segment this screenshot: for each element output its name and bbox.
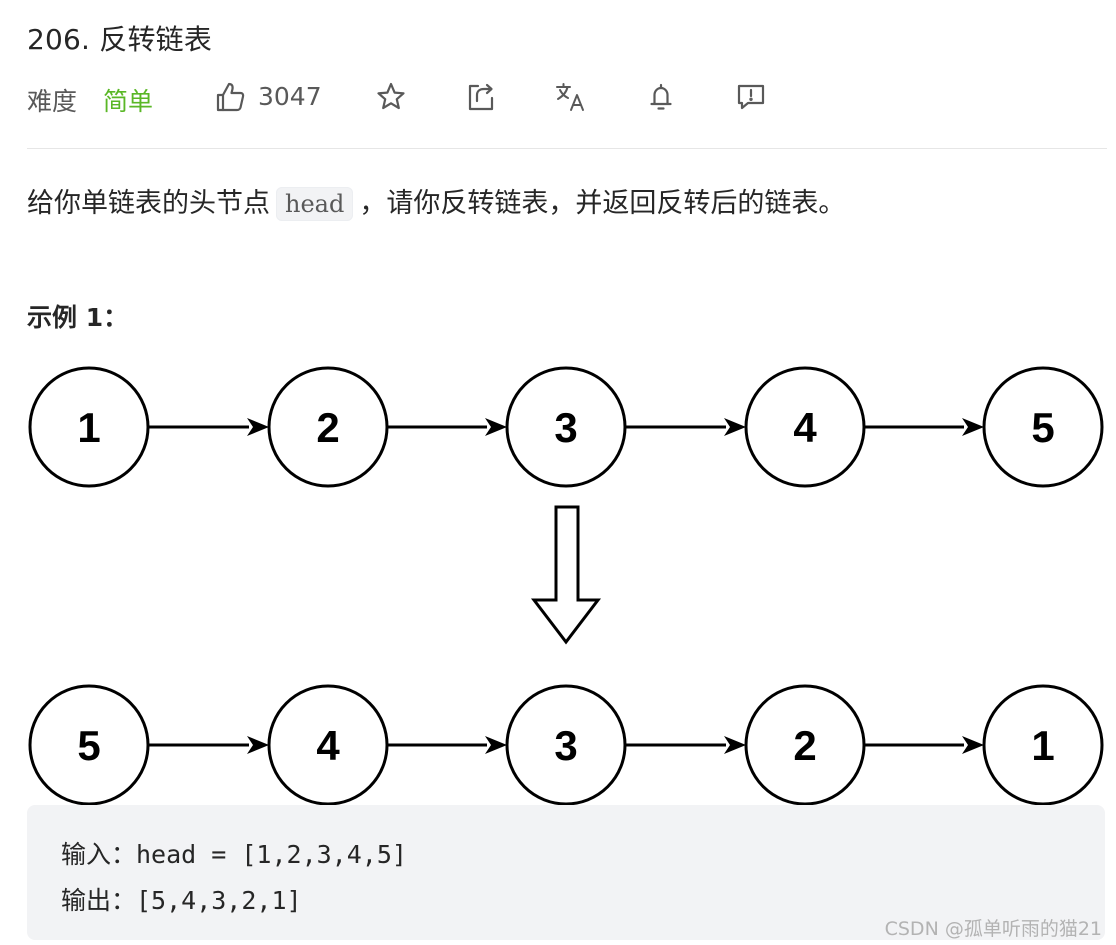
description-text-after: ，请你反转链表，并返回反转后的链表。: [359, 188, 846, 219]
bottom-list-node-label-2: 4: [316, 722, 340, 769]
share-icon[interactable]: [464, 80, 498, 114]
example-heading: 示例 1：: [27, 303, 129, 332]
top-list-node-label-2: 2: [316, 404, 339, 451]
linked-list-diagram: 1 2 3 4 5 5 4 3 2 1: [0, 355, 1116, 810]
bottom-list-node-label-4: 2: [793, 722, 816, 769]
top-list-node-5: [982, 366, 1104, 488]
bottom-list-node-label-5: 1: [1031, 722, 1054, 769]
example-input: 输入：head = [1,2,3,4,5]: [61, 840, 407, 869]
inline-code-head: head: [276, 187, 354, 221]
linked-list-diagram-svg: 1 2 3 4 5 5 4 3 2 1: [28, 366, 1104, 806]
star-icon[interactable]: [374, 80, 408, 114]
example-code-block: 输入：head = [1,2,3,4,5] 输出：[5,4,3,2,1]: [27, 805, 1105, 940]
bell-icon[interactable]: [644, 80, 678, 114]
top-list-arrow-head-2: [485, 418, 507, 436]
csdn-watermark: CSDN @孤单听雨的猫21: [884, 918, 1102, 940]
bottom-list-arrow-head-4: [962, 736, 984, 754]
bottom-list-arrow-head-2: [485, 736, 507, 754]
bottom-list-arrow-head-1: [247, 736, 269, 754]
bottom-list-node-label-1: 5: [77, 722, 100, 769]
reverse-down-arrow: [530, 505, 602, 645]
top-list-node-label-5: 5: [1031, 404, 1054, 451]
top-list-node-label-4: 4: [793, 404, 817, 451]
feedback-icon[interactable]: [734, 80, 768, 114]
difficulty-badge: 简单: [103, 87, 154, 116]
top-list-node-label-1: 1: [77, 404, 100, 451]
bottom-list-node-label-3: 3: [554, 722, 577, 769]
top-list-arrow-head-3: [724, 418, 746, 436]
top-list-arrow-head-1: [247, 418, 269, 436]
bottom-list-node-5: [982, 684, 1104, 806]
section-divider: [27, 148, 1107, 149]
translate-icon[interactable]: [554, 80, 588, 114]
thumbs-up-icon[interactable]: [213, 80, 247, 114]
description-text-before: 给你单链表的头节点: [27, 188, 270, 219]
like-count: 3047: [258, 82, 322, 111]
top-list-arrow-head-4: [962, 418, 984, 436]
problem-meta-bar: 难度 简单 3047: [27, 78, 1107, 118]
bottom-list-arrow-head-3: [724, 736, 746, 754]
problem-title: 206. 反转链表: [27, 23, 213, 56]
example-output: 输出：[5,4,3,2,1]: [61, 886, 302, 915]
top-list-node-label-3: 3: [554, 404, 577, 451]
difficulty-label: 难度: [27, 87, 78, 116]
